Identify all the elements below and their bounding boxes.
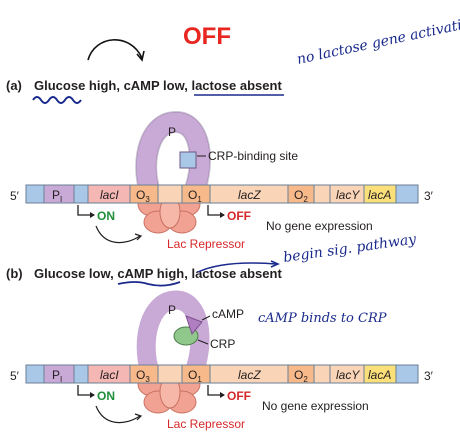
laca-b: lacA xyxy=(368,368,391,382)
end3-b: 3′ xyxy=(424,369,434,383)
panel-a-label: (a) xyxy=(6,78,22,93)
off-arrow-icon-b xyxy=(207,385,224,396)
camp-molecule xyxy=(185,315,203,336)
off-label-b: OFF xyxy=(227,389,251,403)
on-arrow-icon-b xyxy=(77,385,94,396)
dna-loop-b: P xyxy=(136,290,210,376)
loop-label: P xyxy=(168,125,176,139)
crp-binding-site xyxy=(179,151,197,169)
lacy-a: lacY xyxy=(336,188,360,202)
no-expression-a: No gene expression xyxy=(266,219,373,233)
on-label-b: ON xyxy=(97,389,115,403)
panel-b-condition: Glucose low, cAMP high, lactose absent xyxy=(34,266,282,281)
curved-arrow-icon xyxy=(87,39,143,61)
laci-a: lacI xyxy=(100,188,119,202)
on-label-a: ON xyxy=(97,209,115,223)
off-label-a: OFF xyxy=(227,209,251,223)
panel-a: (a) Glucose high, cAMP low, lactose abse… xyxy=(6,0,460,251)
lacz-b: lacZ xyxy=(238,368,261,382)
panel-a-condition: Glucose high, cAMP low, lactose absent xyxy=(34,78,282,93)
panel-b: (b) Glucose low, cAMP high, lactose abse… xyxy=(6,231,434,431)
no-expression-b: No gene expression xyxy=(262,399,369,413)
on-arrow-icon xyxy=(77,205,94,216)
laci-b: lacI xyxy=(100,368,119,382)
dna-strand-b xyxy=(25,364,419,384)
lacz-a: lacZ xyxy=(238,188,261,202)
lacy-b: lacY xyxy=(336,368,360,382)
title: OFF xyxy=(183,23,231,50)
off-arrow-icon xyxy=(207,205,224,216)
camp-label: cAMP xyxy=(212,307,244,321)
lac-repressor-b xyxy=(137,371,201,414)
end5-a: 5′ xyxy=(10,189,20,203)
panel-a-annotation: no lactose gene activation when there is… xyxy=(296,0,460,68)
loop-label-b: P xyxy=(168,303,176,317)
panel-b-label: (b) xyxy=(6,266,23,281)
dna-loop: P xyxy=(135,110,211,196)
promoter-b: PI xyxy=(52,368,62,384)
repressor-label-b: Lac Repressor xyxy=(167,417,245,431)
laca-a: lacA xyxy=(368,188,391,202)
squiggle-mark xyxy=(32,96,82,104)
promoter-a: PI xyxy=(52,188,62,204)
dna-strand-a xyxy=(25,184,419,204)
panel-b-annotation-side: cAMP binds to CRP xyxy=(258,311,387,326)
panel-b-annotation-top: begin sig. pathway xyxy=(282,231,418,266)
annotation-arrow-icon xyxy=(197,262,277,273)
repressor-label-a: Lac Repressor xyxy=(167,237,245,251)
crp-label: CRP xyxy=(210,337,235,351)
end3-a: 3′ xyxy=(424,189,434,203)
crp-site-label: CRP-binding site xyxy=(208,149,298,163)
end5-b: 5′ xyxy=(10,369,20,383)
